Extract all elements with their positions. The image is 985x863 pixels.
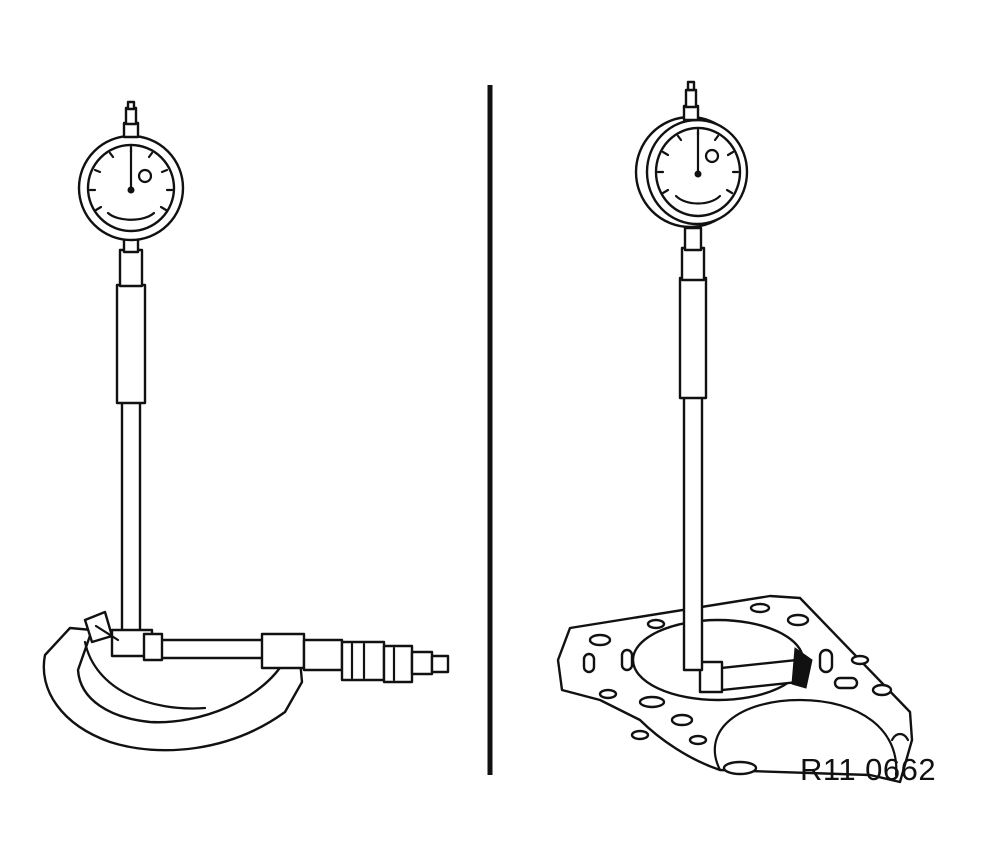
gauge-handle-right: [678, 276, 708, 400]
micrometer-spindle: [148, 638, 267, 660]
gauge-shaft-lower-right: [682, 393, 704, 672]
figure-reference-code: R11 0662: [800, 752, 937, 787]
micrometer-sleeve: [260, 632, 306, 670]
adjacent-bore: [713, 698, 898, 777]
gauge-shaft-lower: [120, 398, 142, 652]
micrometer-frame: [42, 626, 304, 752]
micrometer-thimble: [302, 638, 344, 672]
left-panel: [42, 100, 450, 752]
micrometer-ratchet: [410, 650, 434, 676]
gauge-handle: [115, 283, 147, 405]
right-panel: [556, 80, 914, 784]
